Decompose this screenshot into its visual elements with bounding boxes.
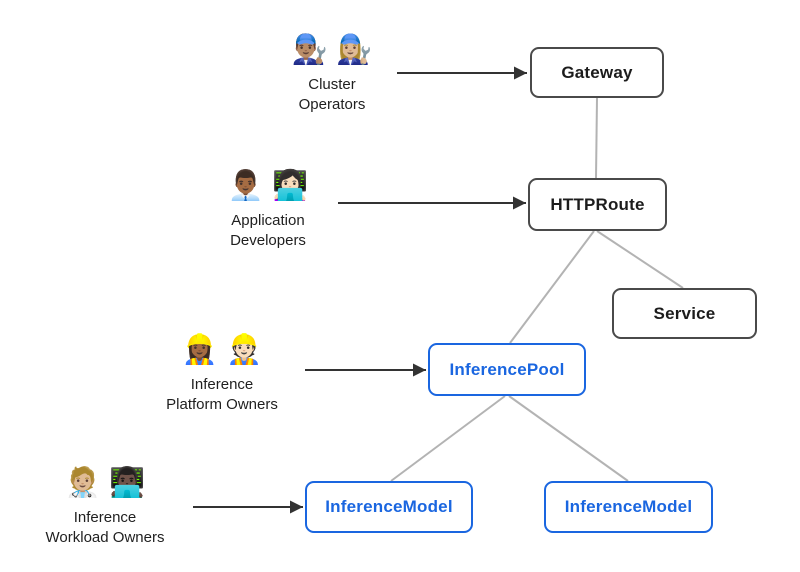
node-gateway: Gateway: [530, 47, 664, 98]
persona-label-line2: Operators: [298, 96, 366, 113]
persona-label-line1: Inference: [73, 509, 137, 526]
node-gateway-label: Gateway: [561, 62, 633, 82]
node-inferencepool: InferencePool: [428, 343, 586, 396]
edge-httproute-service: [596, 230, 684, 289]
node-inferencemodel-left: InferenceModel: [305, 481, 473, 533]
persona-label-line1: Inference: [190, 376, 254, 393]
construction-workers-emoji-icon: 👷🏾‍♀️ 👷🏻: [181, 334, 263, 366]
persona-inference-workload-owners: 🧑🏼‍⚕️ 👨🏿‍💻 Inference Workload Owners: [20, 463, 190, 548]
node-inferencepool-label: InferencePool: [449, 359, 565, 379]
node-service: Service: [612, 288, 757, 339]
node-httproute: HTTPRoute: [528, 178, 667, 231]
persona-label: Inference Platform Owners: [166, 375, 278, 415]
persona-label-line2: Developers: [230, 232, 306, 249]
node-inferencemodel-left-label: InferenceModel: [325, 497, 453, 516]
persona-label: Cluster Operators: [299, 75, 366, 115]
persona-inference-platform-owners: 👷🏾‍♀️ 👷🏻 Inference Platform Owners: [137, 330, 307, 415]
mechanics-emoji-icon: 👨🏽‍🔧 👩🏼‍🔧: [291, 34, 373, 66]
persona-label-line2: Platform Owners: [166, 396, 278, 413]
persona-application-developers: 👨🏾‍💼 👩🏻‍💻 Application Developers: [183, 166, 353, 251]
persona-label-line1: Application: [231, 212, 305, 229]
edge-inferencepool-inferencemodel-left: [390, 395, 506, 482]
edge-httproute-inferencepool: [509, 230, 595, 344]
developers-emoji-icon: 👨🏾‍💼 👩🏻‍💻: [227, 170, 309, 202]
node-service-label: Service: [653, 303, 716, 323]
persona-label: Inference Workload Owners: [46, 508, 165, 548]
persona-cluster-operators: 👨🏽‍🔧 👩🏼‍🔧 Cluster Operators: [247, 30, 417, 115]
node-inferencemodel-right-label: InferenceModel: [564, 497, 693, 516]
edge-inferencepool-inferencemodel-right: [508, 395, 629, 482]
persona-label: Application Developers: [230, 211, 306, 251]
persona-label-line2: Workload Owners: [45, 529, 165, 546]
node-httproute-label: HTTPRoute: [550, 194, 645, 214]
edge-gateway-httproute: [595, 97, 598, 179]
node-inferencemodel-right: InferenceModel: [544, 481, 713, 533]
workload-owners-emoji-icon: 🧑🏼‍⚕️ 👨🏿‍💻: [64, 467, 146, 499]
persona-label-line1: Cluster: [308, 76, 356, 93]
